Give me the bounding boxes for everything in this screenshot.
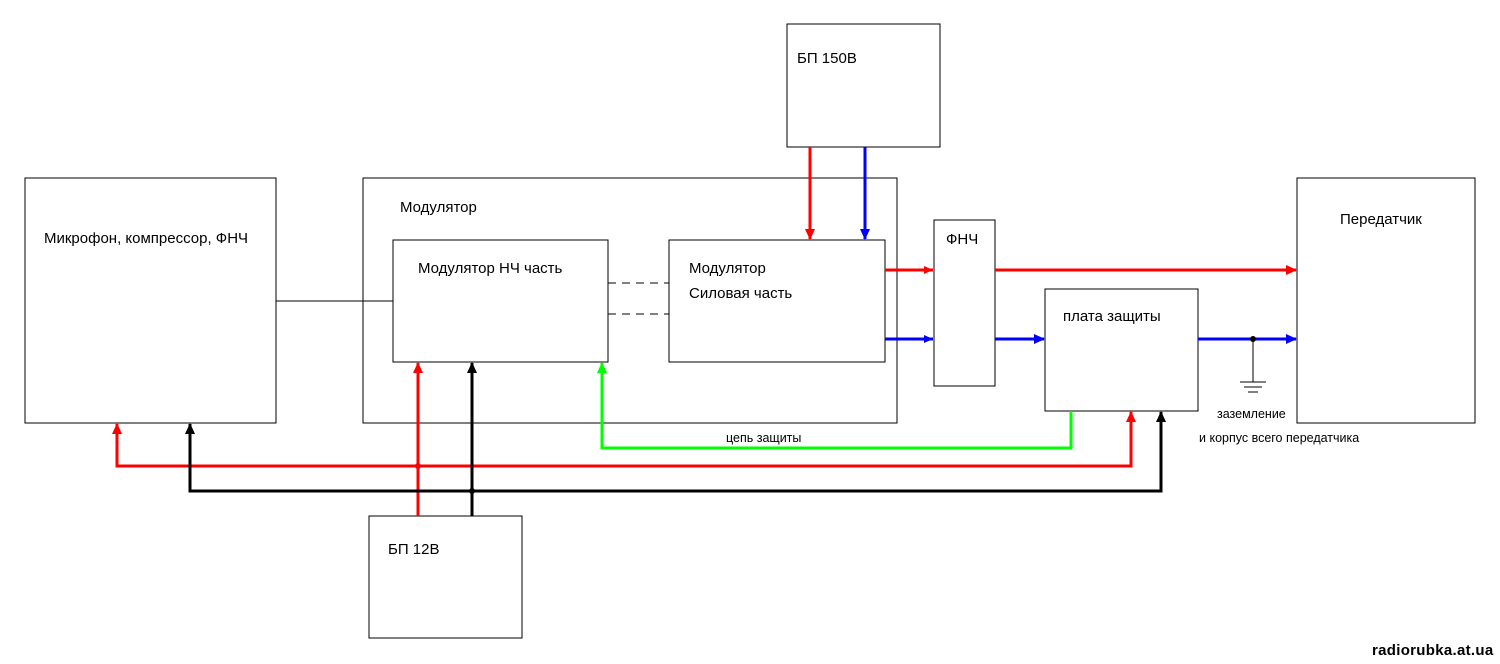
modulator-label: Модулятор	[400, 199, 477, 216]
psu-12v-label: БП 12В	[388, 541, 439, 558]
protection-circuit-green-line	[597, 362, 1073, 450]
watermark: radiorubka.at.ua	[1372, 642, 1494, 659]
modulator-power-label-1: Модулятор	[689, 260, 766, 277]
chassis-label: и корпус всего передатчика	[1199, 431, 1359, 445]
modulator-power-label-2: Силовая часть	[689, 285, 792, 302]
mic-label: Микрофон, компрессор, ФНЧ	[44, 230, 248, 247]
modulator-lf-label: Модулятор НЧ часть	[418, 260, 563, 277]
ground-icon	[1240, 336, 1266, 393]
red-bus-junction	[415, 463, 421, 469]
transmitter-label: Передатчик	[1340, 211, 1422, 228]
lpf-block	[933, 219, 996, 387]
modulator-power-block	[668, 239, 886, 363]
transmitter-block	[1296, 177, 1476, 424]
modulator-lf-block	[392, 239, 609, 363]
psu-150v-label: БП 150В	[797, 50, 857, 67]
psu-12v-block	[368, 515, 523, 639]
ground-label: заземление	[1217, 407, 1286, 421]
psu-150v-block	[786, 23, 941, 148]
black-12v-bus	[188, 412, 1163, 493]
protection-board-label: плата защиты	[1063, 308, 1161, 325]
mic-compressor-lpf-block	[24, 177, 277, 424]
protection-board-block	[1044, 288, 1199, 412]
lpf-label: ФНЧ	[946, 231, 978, 248]
black-bus-junction	[469, 488, 475, 494]
protection-circuit-label: цепь защиты	[726, 431, 801, 445]
